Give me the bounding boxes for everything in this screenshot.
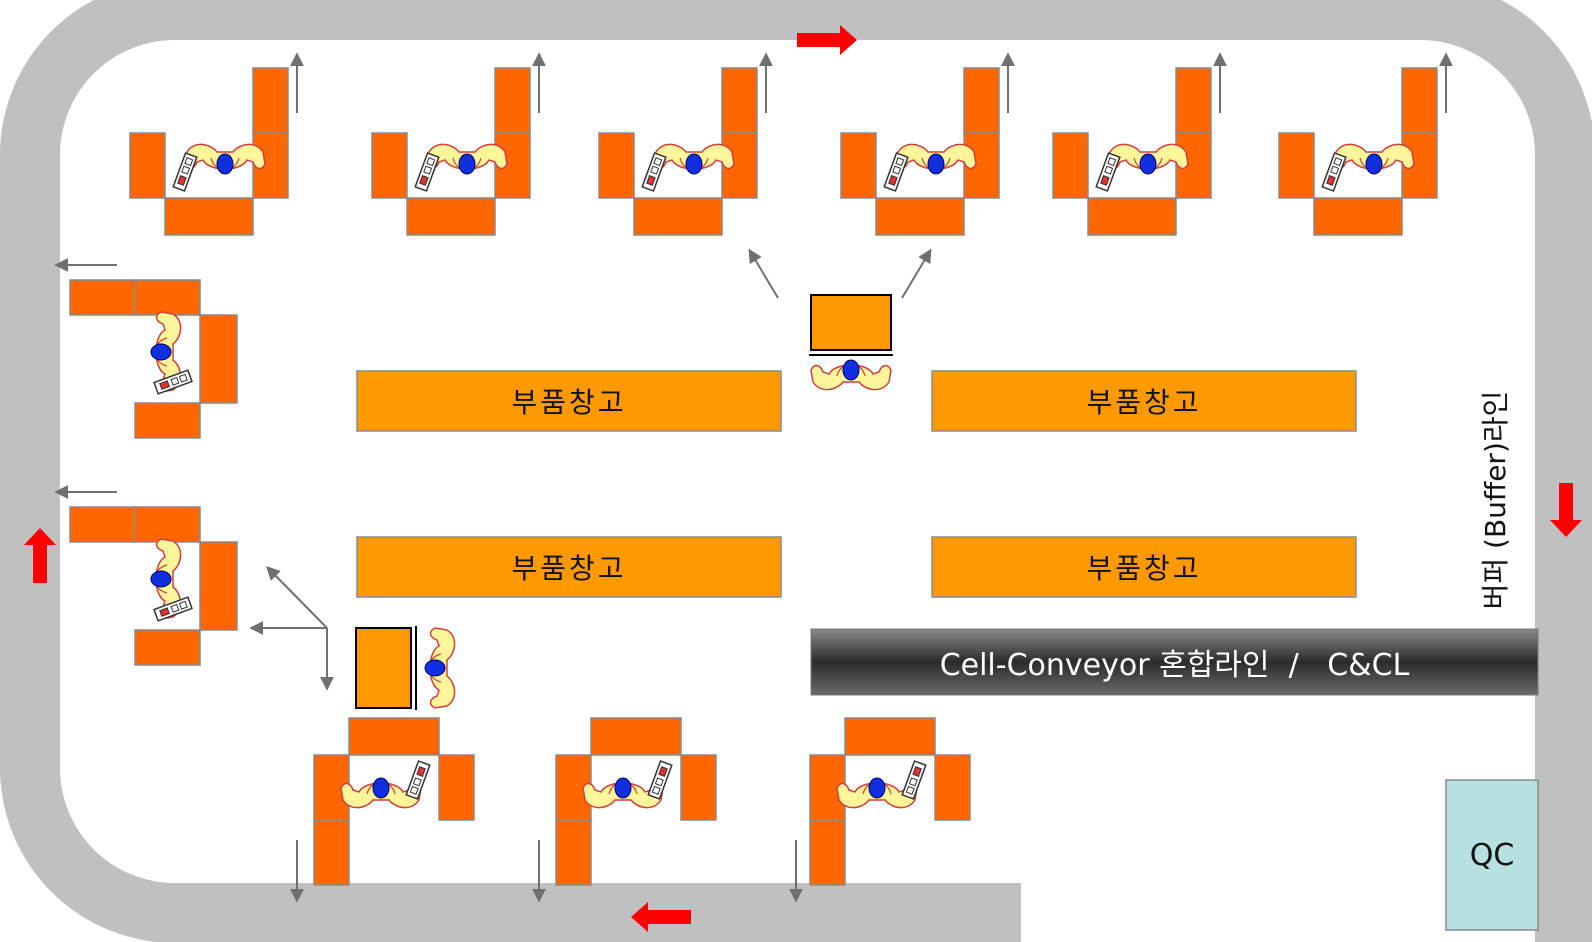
workstation-left-column [69, 279, 238, 666]
cell-conveyor-line [810, 628, 1539, 696]
warehouse-label: 부품창고 [1086, 386, 1202, 419]
worker-icon [150, 311, 182, 620]
flow-arrow-icon [797, 25, 857, 55]
warehouse-label: 부품창고 [511, 552, 627, 585]
flow-arrow-icon [24, 528, 56, 583]
parts-warehouse-blocks [356, 370, 1357, 598]
flow-arrow-icon [631, 902, 691, 932]
flow-arrow-icon [1550, 483, 1582, 537]
buffer-line-label: 버퍼 (Buffer)라인 [1479, 390, 1512, 610]
warehouse-label: 부품창고 [1086, 552, 1202, 585]
supply-cart-center [809, 294, 893, 391]
output-arrows-left [54, 258, 117, 499]
worker-icon [184, 143, 1415, 175]
workstation-top-row [129, 67, 1438, 236]
conveyor-line-label: Cell-Conveyor 혼합라인 / C&CL [939, 648, 1410, 683]
output-arrows-bottom [290, 840, 803, 903]
output-arrows-top [290, 52, 1453, 113]
warehouse-label: 부품창고 [511, 386, 627, 419]
qc-station [1445, 779, 1539, 931]
supply-arrows-left [249, 566, 334, 691]
qc-label: QC [1469, 837, 1515, 873]
supply-cart-left [355, 626, 456, 710]
workstation-bottom-row [313, 717, 971, 886]
supply-arrows-center [748, 248, 932, 299]
